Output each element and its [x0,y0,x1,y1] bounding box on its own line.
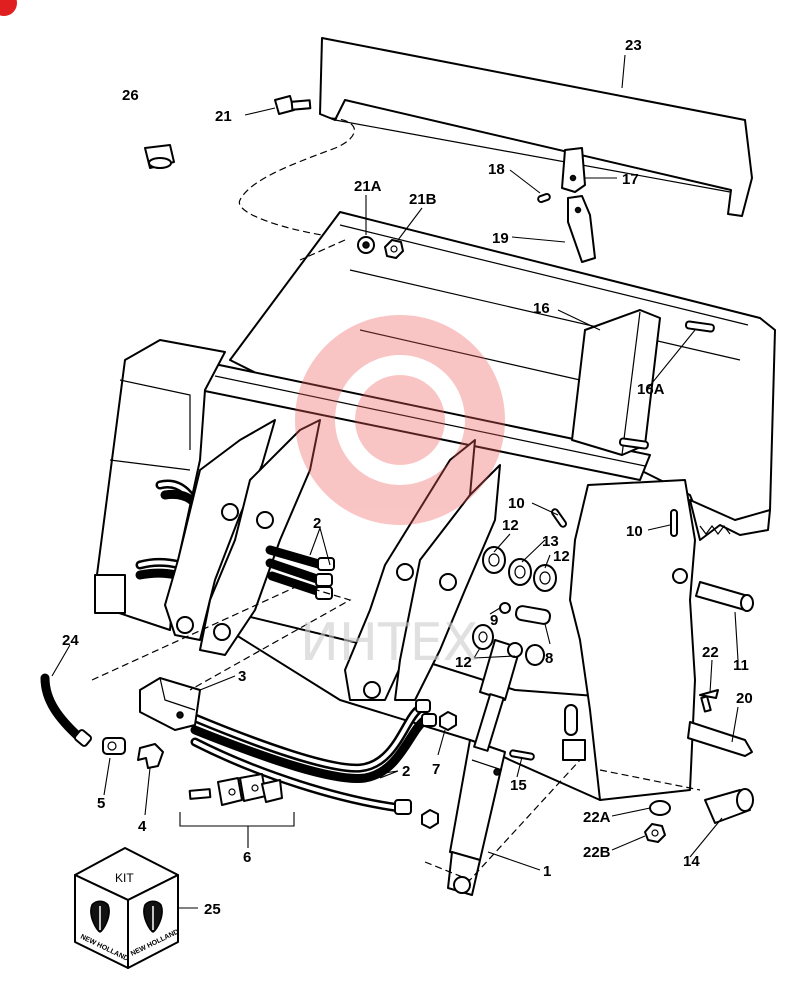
part-label: 21B [409,191,437,208]
part-label: 1 [543,863,551,880]
kit-label: KIT [115,871,134,885]
part-label: 21A [354,178,382,195]
plug-part [144,144,175,169]
part-label: 22B [583,844,611,861]
part-label: 15 [510,777,527,794]
adapter-elbow [102,737,164,769]
top-bar-part [319,37,753,217]
part-label: 24 [62,632,79,649]
watermark [295,315,505,525]
part-label: 2 [313,515,321,532]
part-label: 7 [432,761,440,778]
part-label: 3 [238,668,246,685]
part-label: 17 [622,171,639,188]
part-labels: 23 26 21 21A 21B 18 17 19 16 16A 10 10 1… [62,37,753,918]
bushings [472,546,557,666]
part-label: 21 [215,108,232,125]
part-label: 6 [243,849,251,866]
dashed-assembly-lines [91,239,701,881]
part-label: 16A [637,381,665,398]
part-label: 22 [702,644,719,661]
part-label: 13 [542,533,559,550]
part-label: 14 [683,853,700,870]
part-label: 12 [553,548,570,565]
part-label: 4 [138,818,147,835]
part-label: 23 [625,37,642,54]
part-label: 2 [402,763,410,780]
washer-nut-parts [357,236,404,259]
lower-hoses [190,699,437,815]
part-label: 10 [508,495,525,512]
brand-leaf-logo-left [90,900,110,933]
elbow-fittings [421,711,457,829]
brand-leaf-logo-right [143,900,163,933]
part-label: 11 [733,657,749,674]
drain-hose [40,673,92,747]
leader-lines [51,54,739,909]
part-label: 10 [626,523,643,540]
bolt-part [274,95,312,115]
dashed-route-top [238,117,361,241]
part-label: 8 [545,650,553,667]
part-label: 22A [583,809,611,826]
part-label: 12 [455,654,472,671]
part-label: 18 [488,161,505,178]
watermark-text: ИНТЕХ [300,613,478,673]
latch-parts [537,147,596,263]
hose-fittings-center [265,545,335,600]
kit-cube: KIT NEW HOLLAND NEW HOLLAND [74,847,180,969]
part-label: 12 [502,517,519,534]
part-label: 9 [490,612,498,629]
part-label: 25 [204,901,221,918]
part-label: 26 [122,87,139,104]
clamp-set [188,773,283,806]
part-label: 20 [736,690,753,707]
cover-plate-part [571,309,715,456]
mounting-brackets [164,419,501,701]
valve-block [139,677,201,731]
bottom-washer-nut [644,800,671,843]
right-hardware [687,581,754,824]
part-label: 16 [533,300,550,317]
bucket-frame [94,211,776,801]
hydraulic-cylinder [447,639,523,896]
corner-badge [0,0,17,16]
part-label: 19 [492,230,509,247]
part-label: 5 [97,795,105,812]
